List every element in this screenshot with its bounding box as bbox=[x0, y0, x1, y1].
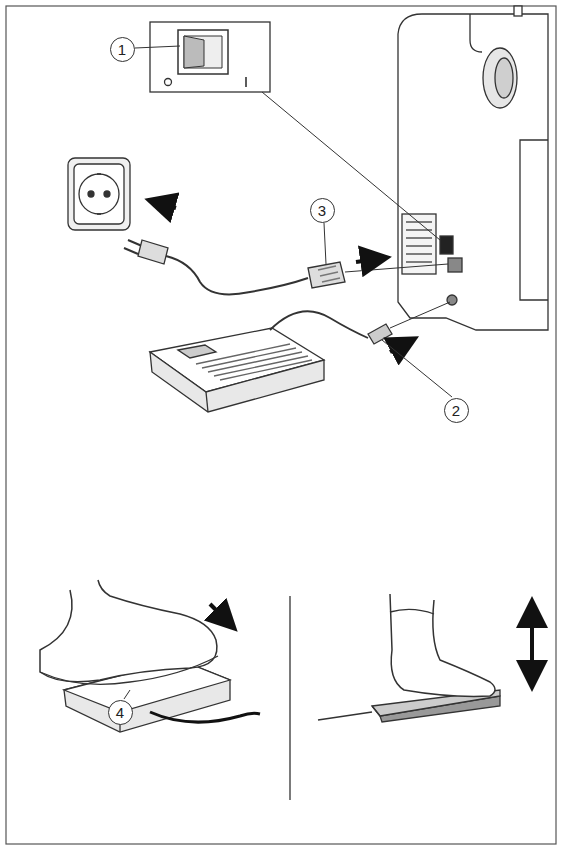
callout-number: 4 bbox=[116, 705, 124, 720]
direction-arrow bbox=[530, 644, 534, 684]
power-cord bbox=[124, 240, 448, 294]
switch-inset bbox=[150, 22, 440, 240]
divider bbox=[289, 596, 290, 800]
foot-on-pedal bbox=[318, 594, 500, 722]
frame bbox=[6, 6, 556, 844]
wall-socket bbox=[68, 158, 130, 230]
foot-pedal bbox=[150, 311, 368, 412]
callout-circle: 4 bbox=[108, 700, 133, 725]
callout-number: 1 bbox=[118, 42, 126, 57]
shoe-on-pedal bbox=[40, 580, 260, 732]
callout-number: 2 bbox=[452, 403, 460, 418]
direction-arrow bbox=[356, 258, 384, 262]
direction-arrow bbox=[530, 604, 534, 644]
callout-number: 3 bbox=[318, 203, 326, 218]
direction-arrow bbox=[390, 340, 412, 352]
callout-circle: 2 bbox=[444, 398, 469, 423]
leader-lines bbox=[124, 46, 452, 699]
direction-arrow bbox=[152, 201, 176, 208]
callout-circle: 3 bbox=[310, 198, 335, 223]
direction-arrow bbox=[210, 604, 232, 626]
jack-plug bbox=[368, 302, 450, 344]
callout-circle: 1 bbox=[110, 37, 135, 62]
machine-body bbox=[398, 6, 548, 330]
